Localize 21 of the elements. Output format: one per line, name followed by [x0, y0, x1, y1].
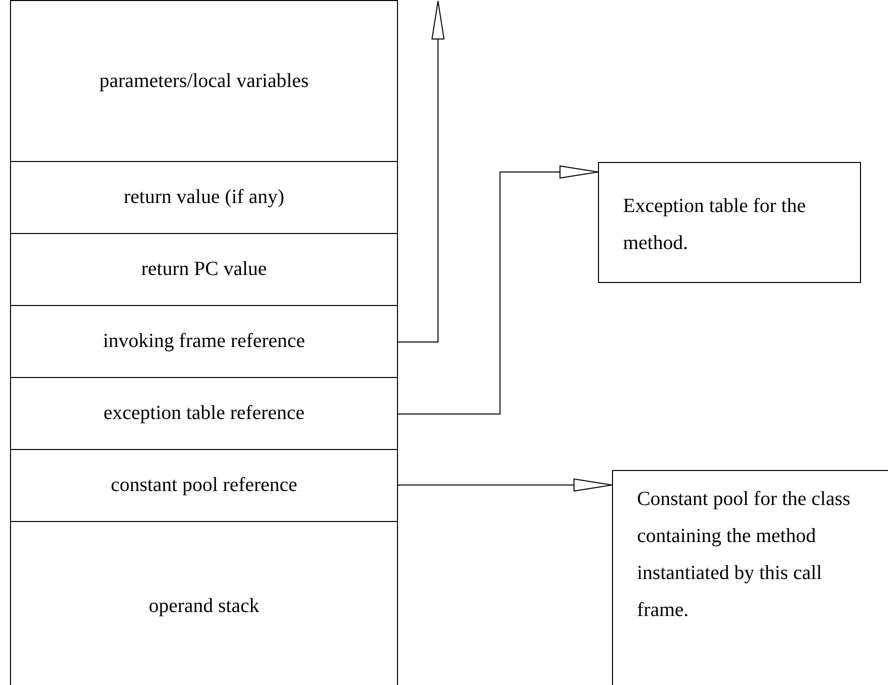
- arrow: [398, 166, 598, 414]
- slot-label: Exception table for the method.: [623, 194, 807, 256]
- slot-label: return value (if any): [124, 186, 284, 209]
- arrow: [398, 0, 444, 342]
- slot-label: invoking frame reference: [102, 330, 306, 353]
- frame-slot: [10, 0, 398, 162]
- slot-label: exception table reference: [104, 402, 304, 425]
- frame-slot: [10, 377, 398, 450]
- note-box: [598, 162, 861, 283]
- frame-slot: [10, 449, 398, 522]
- slot-label: parameters/local variables: [99, 70, 309, 92]
- slot-label: operand stack: [148, 594, 260, 618]
- frame-slot: [10, 521, 398, 685]
- frame-slot: [10, 233, 398, 306]
- slot-label: return PC value: [141, 258, 267, 281]
- slot-label: constant pool reference: [110, 474, 298, 497]
- arrow: [398, 478, 612, 492]
- slot-label: Constant pool for the class containing the method instantiated by this call frame.: [637, 487, 852, 623]
- note-box: [612, 470, 888, 685]
- frame-slot: [10, 305, 398, 378]
- frame-slot: [10, 161, 398, 234]
